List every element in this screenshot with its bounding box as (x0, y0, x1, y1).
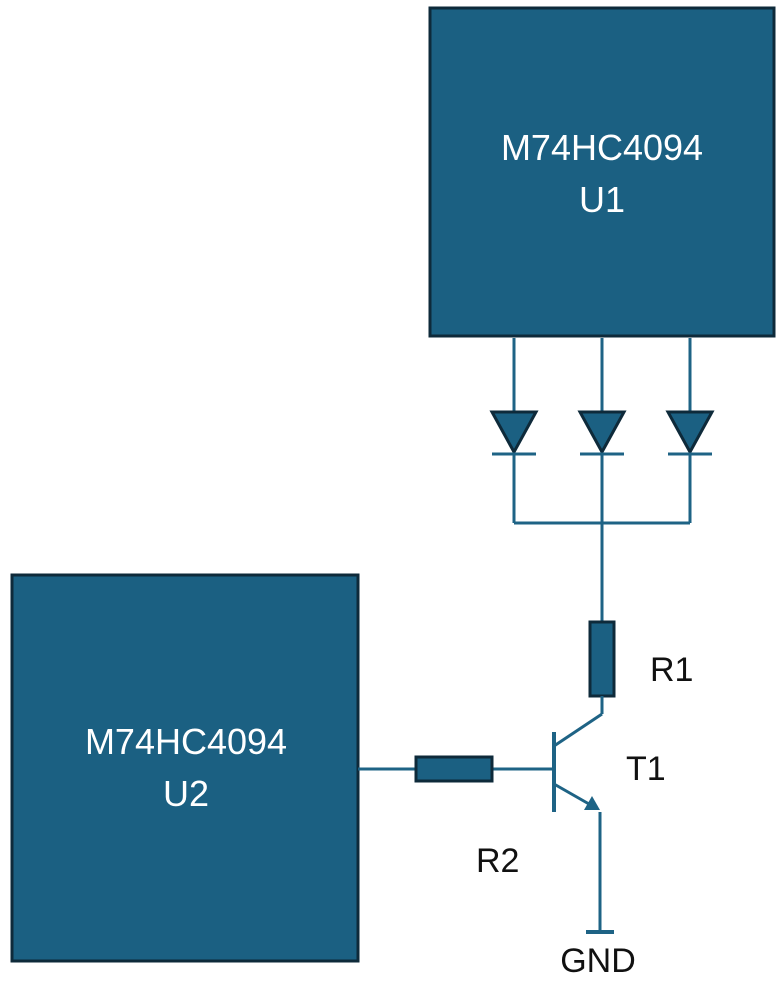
ground-wire (586, 812, 614, 934)
chip-u2-ref: U2 (163, 773, 209, 814)
resistor-r1-body (588, 620, 616, 698)
chip-u2-part: M74HC4094 (85, 721, 287, 762)
gnd-label: GND (560, 942, 636, 980)
u1-output-wires (512, 338, 692, 412)
cathode-bus (512, 454, 692, 622)
chip-u2-body (10, 573, 360, 963)
resistor-r2-label: R2 (476, 842, 519, 880)
diode-led-1[interactable] (489, 410, 539, 456)
diode-led-2[interactable] (577, 410, 627, 456)
resistor-r2[interactable]: R2 (414, 755, 519, 880)
diode-3-triangle (665, 410, 715, 456)
resistor-r1-label: R1 (650, 651, 693, 689)
transistor-t1[interactable]: T1 (552, 732, 666, 812)
diode-1-triangle (489, 410, 539, 456)
chip-u1-part: M74HC4094 (501, 127, 703, 168)
wire-collector-diagonal (553, 712, 603, 748)
collector-wire (553, 696, 604, 748)
transistor-t1-label: T1 (626, 750, 666, 788)
transistor-emitter-arrow (584, 796, 600, 810)
diode-led-3[interactable] (665, 410, 715, 456)
chip-u2[interactable]: M74HC4094 U2 (10, 573, 360, 963)
diode-2-triangle (577, 410, 627, 456)
resistor-r2-body (414, 755, 494, 783)
chip-u1-ref: U1 (579, 179, 625, 220)
resistor-r1[interactable]: R1 (588, 620, 693, 698)
chip-u1[interactable]: M74HC4094 U1 (428, 6, 776, 338)
chip-u1-body (428, 6, 776, 338)
